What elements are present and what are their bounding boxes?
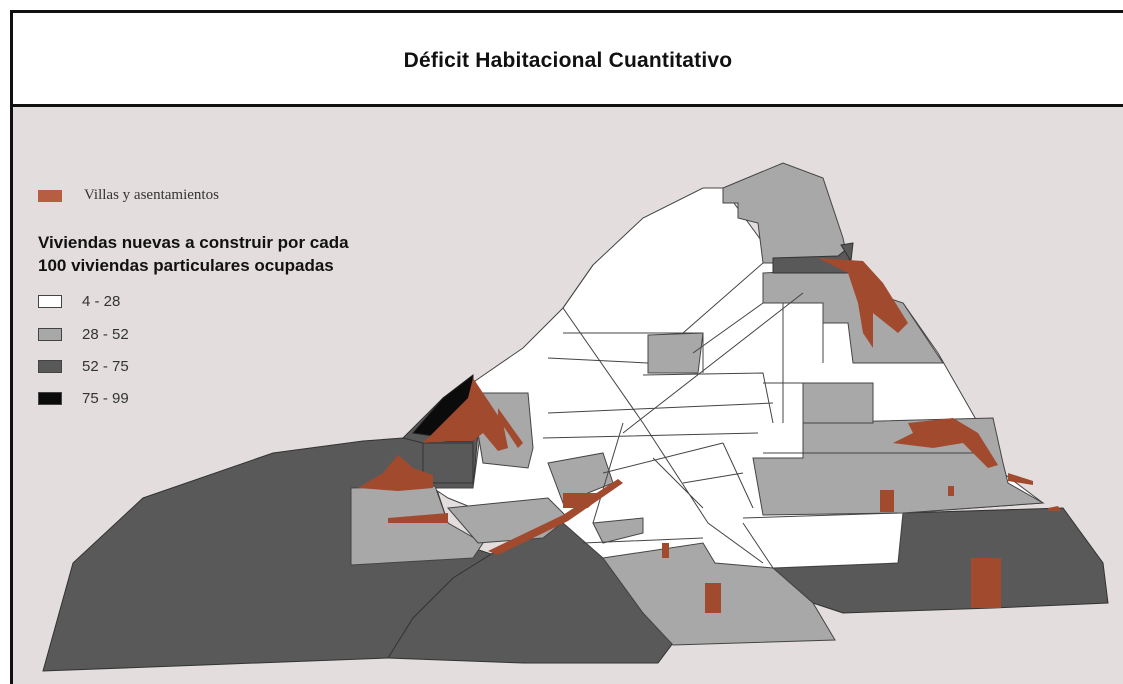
boundary-lines xyxy=(542,262,978,569)
villa-east-tail xyxy=(1008,473,1033,485)
legend-swatch-white xyxy=(38,295,62,308)
villa-east-block xyxy=(971,558,1001,608)
legend-class-3: 52 - 75 xyxy=(38,358,129,375)
legend-class-label: 4 - 28 xyxy=(82,293,121,310)
villa-east-dot xyxy=(1048,506,1061,511)
region-lgrey-mid-block xyxy=(802,382,874,424)
legend-class-label: 28 - 52 xyxy=(82,326,129,343)
villa-south-dot xyxy=(662,543,669,558)
legend-heading-line2: 100 viviendas particulares ocupadas xyxy=(38,256,334,275)
villa-center xyxy=(563,493,603,508)
legend-heading: Viviendas nuevas a construir por cada 10… xyxy=(38,231,349,277)
villa-nw-small xyxy=(498,408,523,448)
region-lgrey-center xyxy=(647,332,704,374)
map-title: Déficit Habitacional Cuantitativo xyxy=(403,48,733,72)
legend-class-4: 75 - 99 xyxy=(38,390,129,407)
legend-class-label: 75 - 99 xyxy=(82,390,129,407)
map-frame: Déficit Habitacional Cuantitativo xyxy=(10,10,1123,684)
legend-overlay-entry: Villas y asentamientos xyxy=(38,187,219,204)
villa-swatch xyxy=(38,189,62,202)
villa-legend-label: Villas y asentamientos xyxy=(84,187,219,203)
region-dgrey-ne-point xyxy=(840,242,854,263)
villa-west xyxy=(358,455,433,491)
villa-mid-block xyxy=(880,490,894,512)
villa-ne-strip xyxy=(818,258,908,348)
villa-west-strip xyxy=(388,513,448,523)
choropleth-map xyxy=(42,162,1109,672)
legend-heading-line1: Viviendas nuevas a construir por cada xyxy=(38,233,349,252)
villa-east-curve xyxy=(893,418,998,468)
villa-mid-dot xyxy=(948,486,954,496)
legend-class-1: 4 - 28 xyxy=(38,293,120,310)
villa-northwest xyxy=(423,378,508,451)
region-dgrey-center xyxy=(422,442,474,484)
legend-class-2: 28 - 52 xyxy=(38,326,129,343)
legend-swatch-darkgrey xyxy=(38,360,62,373)
region-lgrey-se-strip xyxy=(592,517,644,544)
legend-swatch-lightgrey xyxy=(38,328,62,341)
title-box: Déficit Habitacional Cuantitativo xyxy=(13,13,1123,107)
villa-south-block xyxy=(705,583,721,613)
legend-swatch-black xyxy=(38,392,62,405)
legend-class-label: 52 - 75 xyxy=(82,358,129,375)
